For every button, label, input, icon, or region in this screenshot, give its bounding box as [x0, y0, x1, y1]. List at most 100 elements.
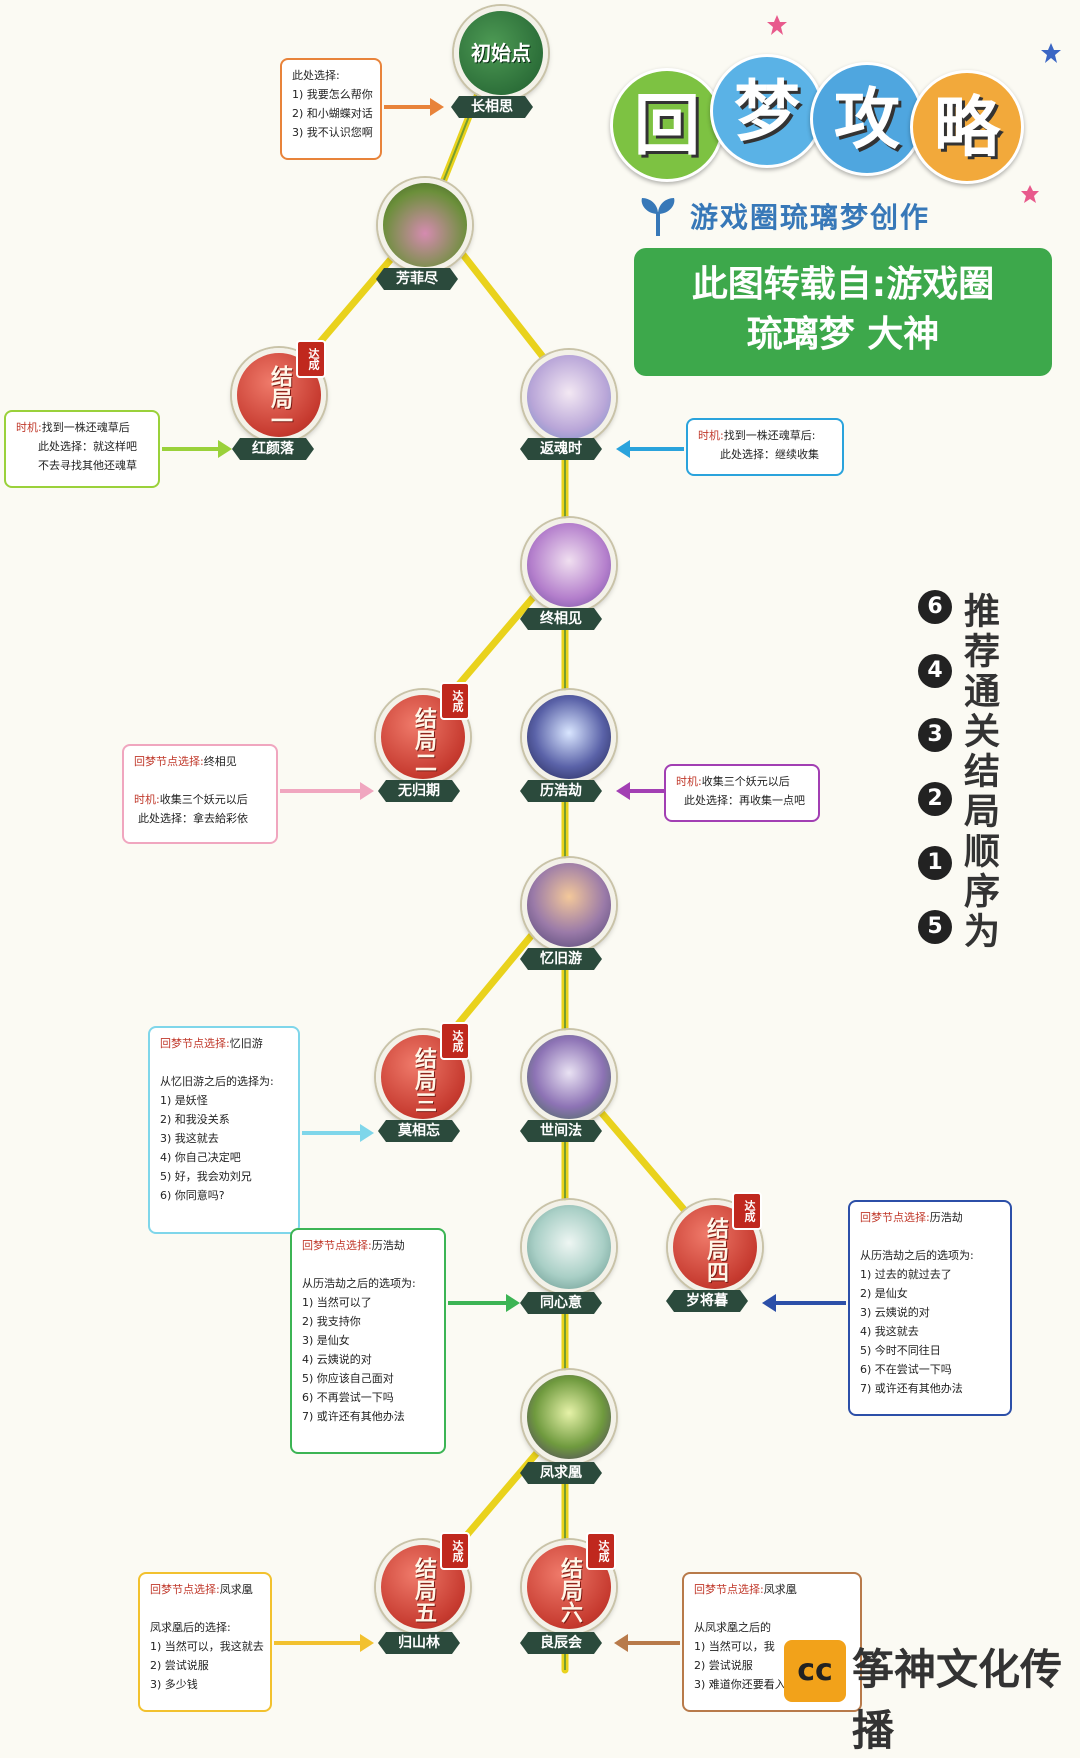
note-line: 4) 你自己决定吧 — [160, 1151, 241, 1164]
note-line: 2) 是仙女 — [860, 1287, 908, 1300]
note-key: 时机: — [698, 429, 724, 442]
label-e1: 红颜落 — [232, 438, 314, 460]
title-char-1: 回 — [610, 68, 724, 182]
ending-4-seal: 达成 — [732, 1192, 762, 1230]
ending-4: 结局四 — [668, 1200, 762, 1294]
banner-line-2: 琉璃梦 大神 — [746, 314, 940, 355]
note-line: 1) 当然可以，我 — [694, 1640, 775, 1653]
subtitle: 游戏圈琉璃梦创作 — [690, 201, 931, 234]
note-line: 6) 你同意吗? — [160, 1189, 225, 1202]
note-line: 凤求凰后的选择: — [150, 1621, 231, 1634]
order-numbers: 6 4 3 2 1 5 — [918, 590, 954, 974]
note-line: 5) 今时不同往日 — [860, 1344, 941, 1357]
note-ending-4: 回梦节点选择:历浩劫 从历浩劫之后的选项为: 1) 过去的就过去了 2) 是仙女… — [848, 1200, 1012, 1416]
sprout-icon — [641, 198, 675, 236]
node-tongxinyi — [522, 1200, 616, 1294]
arrow-ending-3 — [302, 1124, 374, 1142]
label-lihaojie: 历浩劫 — [520, 780, 602, 802]
note-line: 从历浩劫之后的选项为: — [302, 1277, 416, 1290]
note-ending-1: 时机:找到一株还魂草后 此处选择：就这样吧 不去寻找其他还魂草 — [4, 410, 160, 488]
node-lihaojie — [522, 690, 616, 784]
note-ending-3: 回梦节点选择:忆旧游 从忆旧游之后的选择为: 1) 是妖怪 2) 和我没关系 3… — [148, 1026, 300, 1234]
note-head: 凤求凰 — [219, 1583, 253, 1596]
order-number: 1 — [918, 846, 952, 880]
ending-6-text: 结局六 — [557, 1557, 583, 1623]
note-line: 2) 和我没关系 — [160, 1113, 230, 1126]
label-e4: 岁将暮 — [666, 1290, 748, 1312]
label-e3: 莫相忘 — [378, 1120, 460, 1142]
footer-logo: cc — [784, 1640, 846, 1702]
note-ending-2: 回梦节点选择:终相见 时机:收集三个妖元以后 此处选择：拿去給彩依 — [122, 744, 278, 844]
node-start: 初始点 — [454, 6, 548, 100]
note-head: 历浩劫 — [371, 1239, 405, 1252]
note-key: 回梦节点选择: — [160, 1037, 230, 1050]
label-shijianfa: 世间法 — [520, 1120, 602, 1142]
note-line: 收集三个妖元以后 — [159, 793, 248, 806]
note-line: 此处选择：就这样吧 — [38, 440, 137, 453]
ending-3-seal: 达成 — [440, 1022, 470, 1060]
note-line: 3) 我这就去 — [160, 1132, 219, 1145]
repost-banner: 此图转载自:游戏圈 琉璃梦 大神 — [634, 248, 1052, 376]
label-fangfeijin: 芳菲尽 — [376, 268, 458, 290]
note-line: 4) 云姨说的对 — [302, 1353, 372, 1366]
arrow-ending-2 — [280, 782, 374, 800]
note-line: 7) 或许还有其他办法 — [860, 1382, 963, 1395]
node-fangfeijin — [378, 178, 472, 272]
note-line: 2) 尝试说服 — [694, 1659, 753, 1672]
note-lihaojie: 时机:收集三个妖元以后 此处选择：再收集一点吧 — [664, 764, 820, 822]
order-text: 推荐通关结局顺序为 — [958, 592, 1000, 952]
order-number: 5 — [918, 910, 952, 944]
ending-5: 结局五 — [376, 1540, 470, 1634]
note-changxiangsi: 此处选择: 1) 我要怎么帮你 2) 和小蝴蝶对话 3) 我不认识您啊 — [280, 58, 382, 160]
note-line: 3) 云姨说的对 — [860, 1306, 930, 1319]
note-line: 1) 我要怎么帮你 — [292, 88, 373, 101]
note-line: 收集三个妖元以后 — [701, 775, 790, 788]
note-line: 此处选择：继续收集 — [720, 448, 819, 461]
label-fengqiuhuang: 凤求凰 — [520, 1462, 602, 1484]
note-key: 时机: — [134, 793, 160, 806]
banner-line-1: 此图转载自:游戏圈 — [691, 264, 995, 305]
arrow-lihaojie — [616, 782, 664, 800]
label-fanhunshi: 返魂时 — [520, 438, 602, 460]
label-yijiuyou: 忆旧游 — [520, 948, 602, 970]
note-line: 找到一株还魂草后: — [723, 429, 816, 442]
ending-4-text: 结局四 — [703, 1217, 729, 1283]
note-line: 1) 是妖怪 — [160, 1094, 208, 1107]
ending-1-seal: 达成 — [296, 340, 326, 378]
note-key: 回梦节点选择: — [302, 1239, 372, 1252]
label-liangchenhui: 良辰会 — [520, 1632, 602, 1654]
arrow-fanhunshi — [616, 440, 684, 458]
note-line: 6) 不再尝试一下吗 — [302, 1391, 394, 1404]
label-zhongxiangjian: 终相见 — [520, 608, 602, 630]
note-line: 2) 尝试说服 — [150, 1659, 209, 1672]
label-e5: 归山林 — [378, 1632, 460, 1654]
note-line: 7) 或许还有其他办法 — [302, 1410, 405, 1423]
star-icon — [767, 15, 787, 35]
ending-5-text: 结局五 — [411, 1557, 437, 1623]
note-tongxinyi: 回梦节点选择:历浩劫 从历浩劫之后的选项为: 1) 当然可以了 2) 我支持你 … — [290, 1228, 446, 1454]
ending-1-text: 结局一 — [267, 365, 293, 431]
label-e2: 无归期 — [378, 780, 460, 802]
note-line: 2) 我支持你 — [302, 1315, 361, 1328]
arrow-ending-5 — [274, 1634, 374, 1652]
note-head: 历浩劫 — [929, 1211, 963, 1224]
footer-text: 筝神文化传播 — [852, 1645, 1063, 1755]
note-line: 3) 多少钱 — [150, 1678, 198, 1691]
note-line: 1) 过去的就过去了 — [860, 1268, 952, 1281]
note-line: 从忆旧游之后的选择为: — [160, 1075, 274, 1088]
note-ending-5: 回梦节点选择:凤求凰 凤求凰后的选择: 1) 当然可以，我这就去 2) 尝试说服… — [138, 1572, 272, 1712]
guide-diagram: 回 梦 攻 略 游戏圈琉璃梦创作 此图转载自:游戏圈 琉璃梦 大神 初始点 长相… — [4, 6, 1062, 1755]
note-line: 此处选择：再收集一点吧 — [684, 794, 805, 807]
note-head: 终相见 — [203, 755, 237, 768]
note-line: 3) 难道你还要看入下来? — [694, 1678, 814, 1691]
ending-6-seal: 达成 — [586, 1532, 616, 1570]
ending-2-text: 结局二 — [411, 707, 437, 773]
star-icon — [1041, 43, 1061, 63]
note-line: 1) 当然可以了 — [302, 1296, 372, 1309]
node-fanhunshi — [522, 350, 616, 444]
node-yijiuyou — [522, 858, 616, 952]
arrow-tongxinyi — [448, 1294, 520, 1312]
title-char-4: 略 — [910, 70, 1024, 184]
order-number: 4 — [918, 654, 952, 688]
note-line: 2) 和小蝴蝶对话 — [292, 107, 373, 120]
